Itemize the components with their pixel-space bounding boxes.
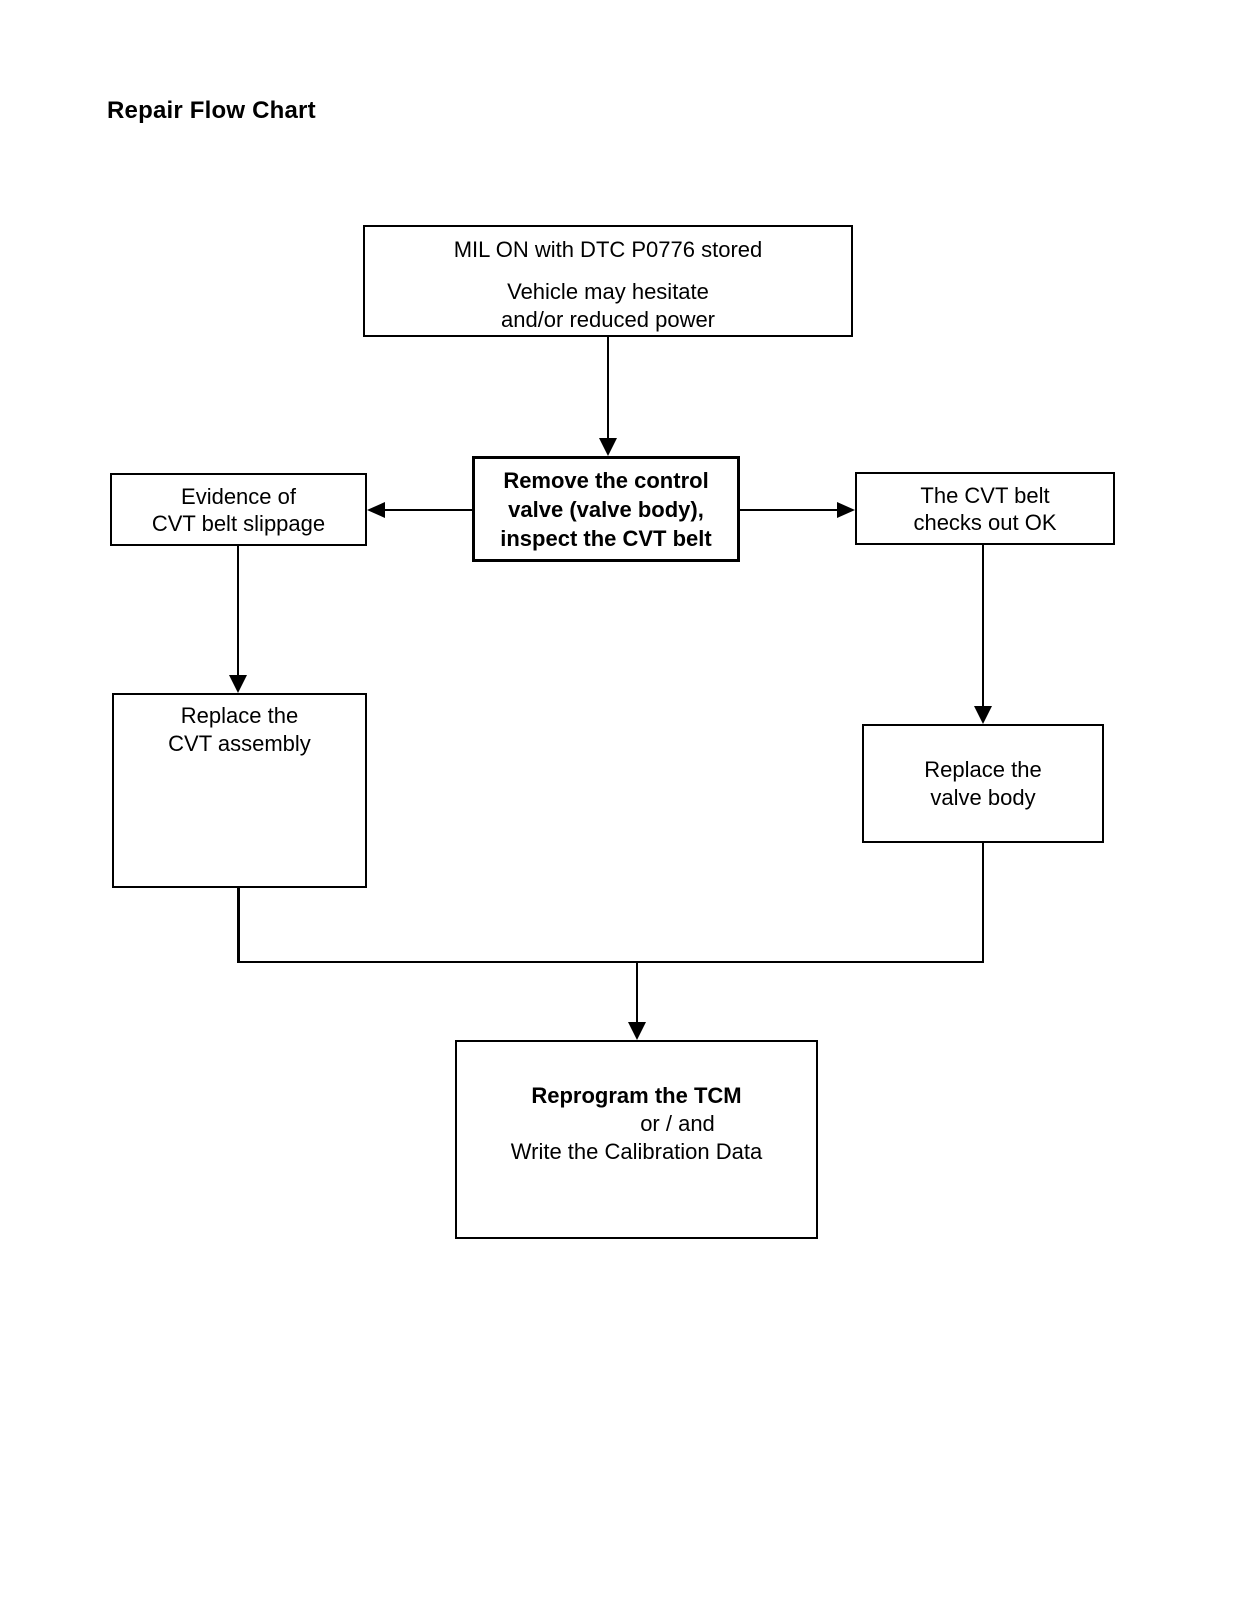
node-belt-slippage-line: CVT belt slippage — [151, 510, 326, 536]
node-belt-slippage-line: Evidence of — [181, 483, 296, 509]
node-symptom-line: MIL ON with DTC P0776 stored — [453, 237, 763, 262]
node-replace-valve-body: Replace the valve body — [862, 724, 1104, 843]
connector-replace-cvt-down — [237, 888, 240, 963]
arrowhead-down-icon — [628, 1022, 646, 1040]
connector-symptom-to-inspect — [607, 337, 609, 440]
node-symptom-line: and/or reduced power — [500, 307, 716, 332]
node-reprogram-tcm-line: Write the Calibration Data — [510, 1139, 763, 1164]
node-replace-cvt-assembly-line: Replace the — [180, 703, 299, 728]
node-reprogram-tcm: Reprogram the TCM or / and Write the Cal… — [455, 1040, 818, 1239]
connector-merge-bus — [237, 961, 984, 963]
connector-replace-valve-body-down — [982, 843, 984, 963]
connector-inspect-to-slippage — [383, 509, 472, 511]
node-belt-ok: The CVT belt checks out OK — [855, 472, 1115, 545]
arrowhead-right-icon — [837, 502, 855, 518]
arrowhead-down-icon — [974, 706, 992, 724]
node-inspect-belt-line: inspect the CVT belt — [500, 525, 712, 551]
node-replace-cvt-assembly: Replace the CVT assembly — [112, 693, 367, 888]
node-replace-valve-body-line: Replace the — [924, 756, 1042, 782]
arrowhead-left-icon — [367, 502, 385, 518]
connector-merge-to-reprogram — [636, 961, 638, 1022]
arrowhead-down-icon — [599, 438, 617, 456]
node-belt-ok-line: checks out OK — [913, 509, 1057, 535]
node-belt-ok-line: The CVT belt — [920, 482, 1050, 508]
node-reprogram-tcm-line: or / and — [640, 1111, 715, 1136]
node-replace-valve-body-line: valve body — [930, 784, 1036, 810]
node-symptom-line: Vehicle may hesitate — [507, 279, 709, 304]
node-inspect-belt-line: valve (valve body), — [508, 496, 704, 522]
arrowhead-down-icon — [229, 675, 247, 693]
node-replace-cvt-assembly-line: CVT assembly — [168, 731, 311, 756]
node-symptom: MIL ON with DTC P0776 stored Vehicle may… — [363, 225, 853, 337]
connector-inspect-to-belt-ok — [740, 509, 839, 511]
node-inspect-belt: Remove the control valve (valve body), i… — [472, 456, 740, 562]
node-belt-slippage: Evidence of CVT belt slippage — [110, 473, 367, 546]
connector-belt-ok-to-replace-valve-body — [982, 545, 984, 707]
connector-slippage-to-replace-cvt — [237, 546, 239, 676]
node-inspect-belt-line: Remove the control — [503, 467, 709, 493]
page-title: Repair Flow Chart — [107, 97, 316, 124]
node-reprogram-tcm-line: Reprogram the TCM — [531, 1083, 742, 1108]
